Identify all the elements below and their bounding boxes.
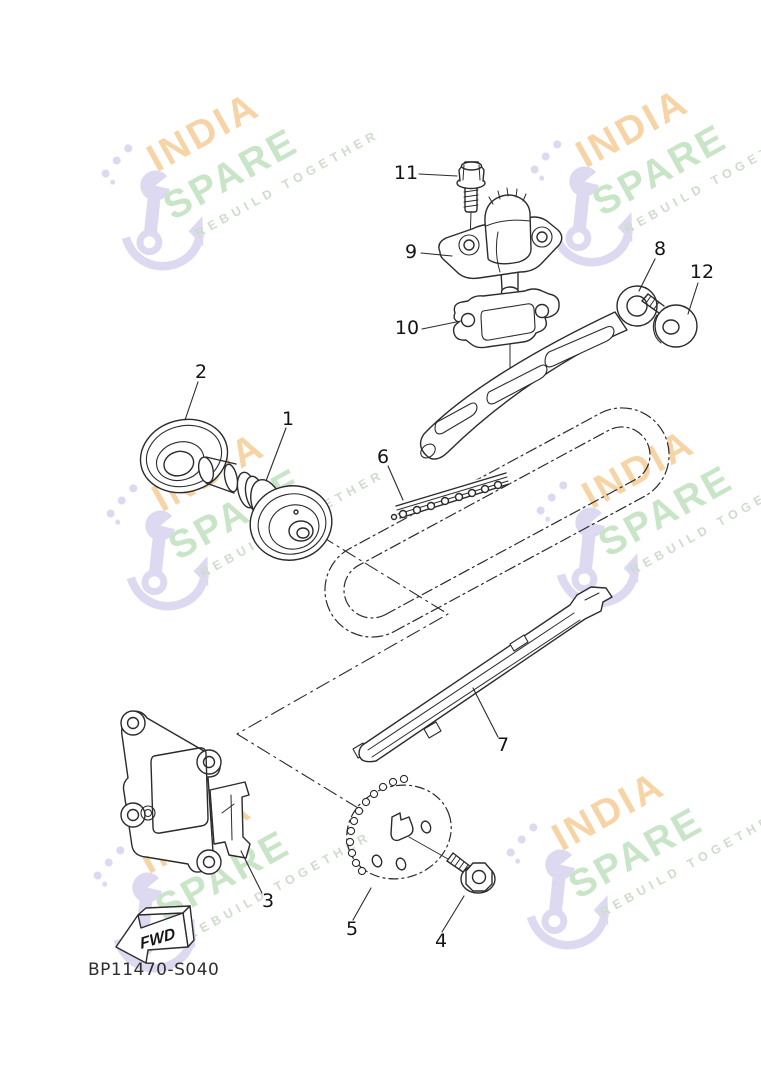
part-9-cam-chain-tensioner xyxy=(438,187,563,298)
part-6-cam-chain xyxy=(324,407,670,638)
alignment-lines xyxy=(236,535,449,812)
callout-5: 5 xyxy=(345,918,359,940)
part-12-pivot-bolt xyxy=(641,293,698,348)
part-1-camshaft xyxy=(197,456,333,561)
callout-9: 9 xyxy=(404,241,418,263)
part-5-cam-sprocket xyxy=(345,774,452,880)
leader-lines xyxy=(184,173,699,933)
callout-6: 6 xyxy=(376,446,390,468)
callout-4: 4 xyxy=(434,930,448,952)
part-4-sprocket-bolt xyxy=(446,852,496,894)
callout-3: 3 xyxy=(261,890,275,912)
callout-8: 8 xyxy=(653,238,667,260)
callout-1: 1 xyxy=(281,408,295,430)
part-3-bracket-plate xyxy=(120,710,251,875)
callout-7: 7 xyxy=(496,734,510,756)
callout-12: 12 xyxy=(689,261,715,283)
part-6-chain-links xyxy=(390,471,510,521)
part-10-gasket xyxy=(452,288,560,349)
callout-10: 10 xyxy=(394,317,420,339)
fwd-arrow: FWD xyxy=(115,905,195,964)
callout-2: 2 xyxy=(194,361,208,383)
part-7-chain-guide xyxy=(352,586,613,763)
callout-11: 11 xyxy=(393,162,419,184)
drawing-code: BP11470-S040 xyxy=(88,960,220,980)
part-11-tensioner-bolt xyxy=(456,161,486,213)
